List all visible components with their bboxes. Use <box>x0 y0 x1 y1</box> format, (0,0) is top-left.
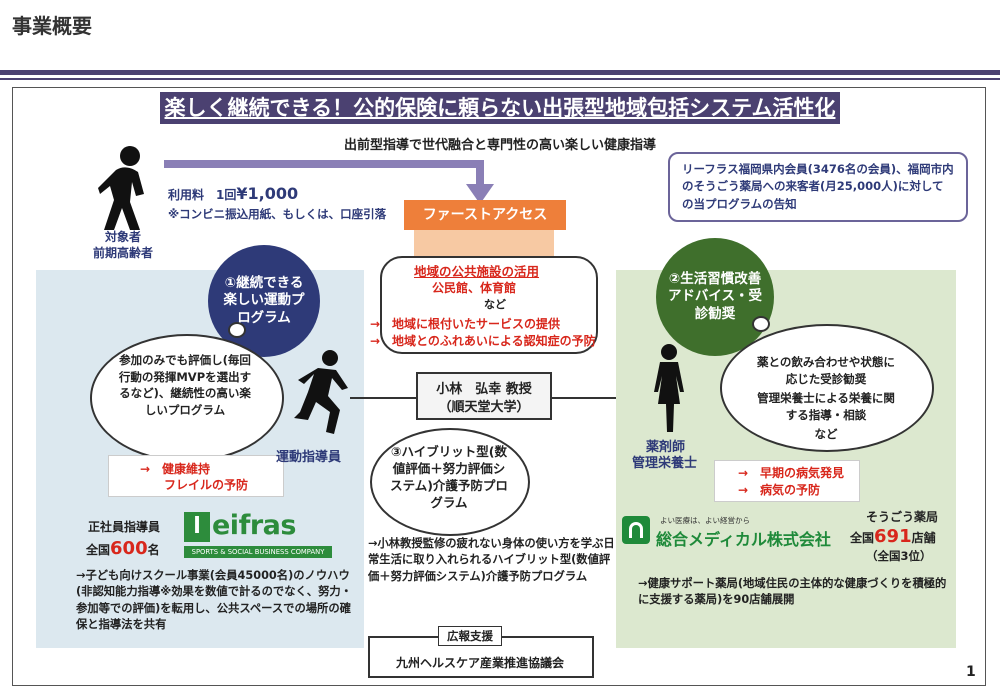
announcement-box: リーフラス福岡県内会員(3476名の会員)、福岡市内のそうごう薬局への来客者(月… <box>668 152 968 222</box>
pharmacist-label: 薬剤師 <box>646 440 686 455</box>
cloud-right <box>720 324 934 452</box>
fee: 利用料 1回¥1,000 <box>168 184 298 203</box>
facility-places: 公民館、体育館 <box>432 281 517 295</box>
elderly-person-icon <box>98 146 144 230</box>
facility-title: 地域の公共施設の活用 <box>414 264 540 279</box>
professor-box <box>416 372 552 420</box>
sogo-description: →健康サポート薬局(地域住民の主体的な健康づくりを積極的に支援する薬局)を90店… <box>638 577 947 607</box>
eifras-staff-label: 正社員指導員 <box>88 520 161 534</box>
sogo-name: 総合メディカル株式会社 <box>656 530 831 549</box>
right-effect-2: → 病気の予防 <box>738 483 821 497</box>
sogo-count-suffix: 店舗 <box>911 531 936 545</box>
cloud-left-text: 参加のみでも評価し(毎回行動の発揮MVPを選出するなど)、継続性の高い楽しいプロ… <box>118 353 252 418</box>
coach-label: 運動指導員 <box>276 450 342 465</box>
pharmacist-icon <box>654 344 684 432</box>
cloud-right-text-1: 薬との飲み合わせや状態に応じた受診勧奨 <box>757 355 895 386</box>
page-number: 1 <box>966 664 976 680</box>
flow-arrow <box>164 160 494 204</box>
professor-name: 小林 弘幸 教授 <box>436 382 532 397</box>
sogo-logo-mark <box>622 516 650 544</box>
sogo-rank: （全国3位） <box>866 549 932 563</box>
runner-icon <box>294 350 348 434</box>
eifras-logo: l eifras SPORTS & SOCIAL BUSINESS COMPAN… <box>184 510 332 558</box>
first-access-label: ファーストアクセス <box>404 200 566 230</box>
left-effect-1: → 健康維持 <box>140 462 211 476</box>
pr-label: 広報支援 <box>438 626 502 646</box>
program-circle-2: ②生活習慣改善アドバイス・受診勧奨 <box>656 238 774 356</box>
header-rule-thin <box>0 78 1000 80</box>
sogo-pharmacy-label: そうごう薬局 <box>866 510 939 524</box>
outer-frame <box>12 87 986 686</box>
page-title: 事業概要 <box>12 14 92 38</box>
sogo-logo-arch <box>629 522 643 538</box>
program-circle-3 <box>370 428 530 536</box>
announcement-text: リーフラス福岡県内会員(3476名の会員)、福岡市内のそうごう薬局への来客者(月… <box>682 162 954 211</box>
eifras-count-prefix: 全国 <box>86 543 111 557</box>
right-effects-box <box>714 460 860 502</box>
eifras-count-suffix: 名 <box>147 543 160 557</box>
eifras-count-number: 600 <box>110 538 148 559</box>
facility-item-2: → 地域とのふれあいによる認知症の予防 <box>370 334 596 348</box>
sogo-count: 全国691店舗 <box>850 526 936 547</box>
program-circle-1: ①継続できる楽しい運動プログラム <box>208 245 320 357</box>
left-effects-box <box>108 455 284 497</box>
banner-title: 楽しく継続できる！公的保険に頼らない出張型地域包括システム活性化事業 <box>160 92 840 152</box>
facility-box <box>380 256 598 354</box>
eifras-description: →子ども向けスクール事業(会員45000名)のノウハウ(非認知能力指導※効果を数… <box>76 569 352 632</box>
target-label-1: 対象者 <box>104 230 141 244</box>
eifras-count: 全国600名 <box>86 538 160 559</box>
right-effect-1: → 早期の病気発見 <box>738 466 845 480</box>
center-description: →小林教授監修の疲れない身体の使い方を学ぶ日常生活に取り入れられるハイブリット型… <box>368 537 615 583</box>
sogo-tagline: よい医療は、よい経営から <box>660 516 750 525</box>
header-rule-thick <box>0 70 1000 75</box>
cloud-right-text-2: 管理栄養士による栄養に関する指導・相談 <box>757 391 895 422</box>
eifras-logo-text: eifras <box>212 510 296 541</box>
subtitle: 出前型指導で世代融合と専門性の高い楽しい健康指導 <box>343 138 656 153</box>
facility-item-1: → 地域に根付いたサービスの提供 <box>370 317 561 331</box>
cloud-right-etc: など <box>814 427 838 441</box>
professor-affiliation: （順天堂大学） <box>438 400 530 415</box>
fee-amount: ¥1,000 <box>236 184 299 203</box>
eifras-logo-mark: l <box>184 512 210 542</box>
target-label-2: 前期高齢者 <box>92 246 153 260</box>
fee-prefix: 利用料 1回 <box>168 188 237 202</box>
facility-etc: など <box>484 298 506 311</box>
sogo-count-number: 691 <box>874 526 912 547</box>
circle-3-text: ③ハイブリット型(数値評価＋努力評価システム)介護予防プログラム <box>390 444 508 510</box>
dietitian-label: 管理栄養士 <box>632 456 698 471</box>
thought-bubble-small <box>228 322 246 338</box>
sogo-count-prefix: 全国 <box>850 531 875 545</box>
left-effect-2: フレイルの予防 <box>164 478 249 492</box>
pr-org: 九州ヘルスケア産業推進協議会 <box>395 656 564 670</box>
thought-bubble-small-right <box>752 316 770 332</box>
eifras-logo-subtitle: SPORTS & SOCIAL BUSINESS COMPANY <box>184 546 332 558</box>
eifras-logo-letter: l <box>193 514 201 539</box>
fee-note: ※コンビニ振込用紙、もしくは、口座引落 <box>168 207 387 221</box>
